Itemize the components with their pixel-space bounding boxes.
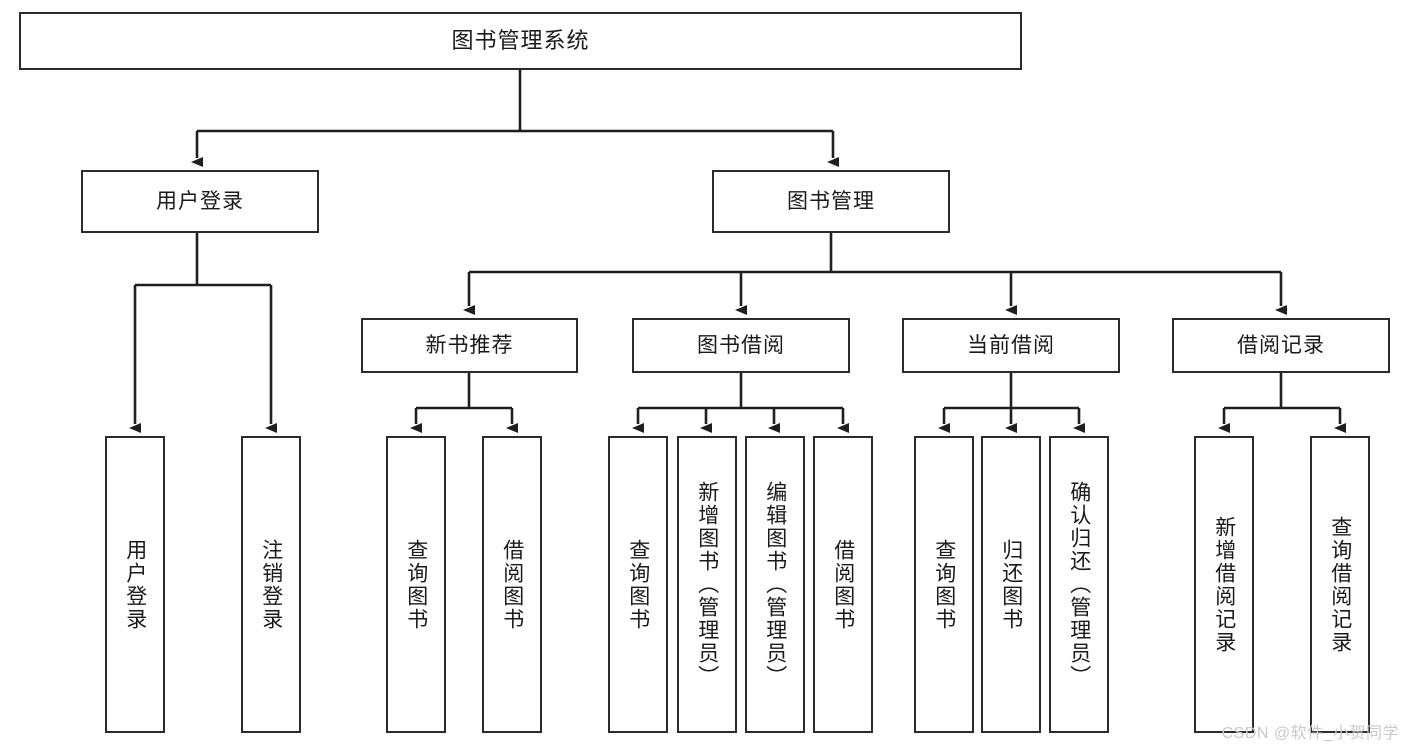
node-user-login[interactable]: 用户登录 (81, 170, 319, 233)
node-label: 图书管理系统 (451, 27, 590, 53)
node-borrow-record[interactable]: 借阅记录 (1172, 318, 1390, 373)
node-label: 查询图书 (932, 538, 956, 631)
leaf-query-book-current[interactable]: 查询图书 (914, 436, 974, 733)
leaf-logout[interactable]: 注销登录 (241, 436, 301, 733)
node-label: 编辑图书（管理员） (763, 481, 787, 688)
node-root-book-management-system[interactable]: 图书管理系统 (19, 12, 1022, 70)
node-label: 新书推荐 (425, 333, 514, 357)
leaf-add-book-admin[interactable]: 新增图书（管理员） (677, 436, 737, 733)
node-label: 新增借阅记录 (1212, 515, 1236, 654)
leaf-query-borrow-record[interactable]: 查询借阅记录 (1310, 436, 1370, 733)
node-label: 用户登录 (123, 538, 147, 631)
leaf-user-login[interactable]: 用户登录 (105, 436, 165, 733)
node-label: 归还图书 (999, 538, 1023, 631)
csdn-watermark: CSDN @软件_小贺同学 (1221, 725, 1399, 742)
node-label: 借阅记录 (1237, 333, 1325, 357)
node-label: 图书管理 (787, 189, 875, 213)
node-label: 查询借阅记录 (1328, 515, 1352, 654)
leaf-return-book[interactable]: 归还图书 (981, 436, 1041, 733)
node-label: 查询图书 (626, 538, 650, 631)
leaf-query-book-borrow[interactable]: 查询图书 (608, 436, 668, 733)
node-label: 注销登录 (259, 538, 283, 631)
node-current-borrow[interactable]: 当前借阅 (902, 318, 1120, 373)
leaf-query-book-recommend[interactable]: 查询图书 (386, 436, 446, 733)
node-label: 图书借阅 (697, 333, 785, 357)
node-label: 借阅图书 (831, 538, 855, 631)
node-label: 新增图书（管理员） (695, 481, 719, 688)
leaf-borrow-book[interactable]: 借阅图书 (813, 436, 873, 733)
node-book-management[interactable]: 图书管理 (712, 170, 950, 233)
leaf-add-borrow-record[interactable]: 新增借阅记录 (1194, 436, 1254, 733)
node-label: 借阅图书 (500, 538, 524, 631)
node-label: 当前借阅 (967, 333, 1055, 357)
node-label: 查询图书 (404, 538, 428, 631)
leaf-borrow-book-recommend[interactable]: 借阅图书 (482, 436, 542, 733)
node-label: 用户登录 (156, 189, 244, 213)
leaf-edit-book-admin[interactable]: 编辑图书（管理员） (745, 436, 805, 733)
node-label: 确认归还（管理员） (1067, 481, 1091, 688)
leaf-confirm-return-admin[interactable]: 确认归还（管理员） (1049, 436, 1109, 733)
node-new-book-recommend[interactable]: 新书推荐 (361, 318, 578, 373)
node-book-borrow[interactable]: 图书借阅 (632, 318, 850, 373)
